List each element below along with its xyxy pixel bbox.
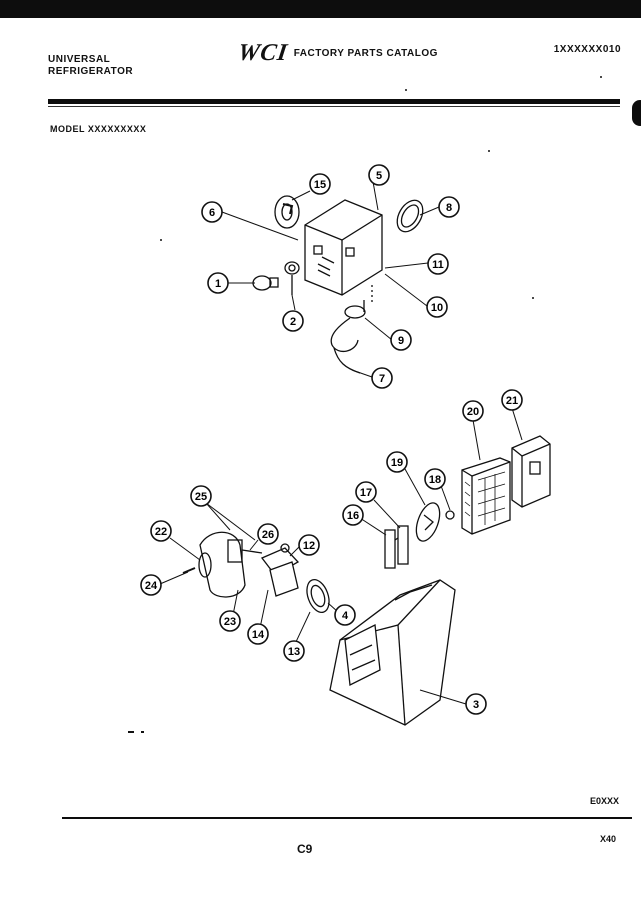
- callout-14: 14: [247, 623, 269, 645]
- svg-text:8: 8: [446, 202, 452, 214]
- header-rule: [48, 99, 620, 104]
- callout-15: 15: [309, 173, 331, 195]
- svg-text:5: 5: [376, 170, 382, 182]
- header-rule-thin: [48, 106, 620, 107]
- fan-bracket: [384, 525, 409, 569]
- catalog-header: WCI FACTORY PARTS CATALOG: [236, 40, 438, 67]
- svg-text:10: 10: [431, 302, 443, 314]
- ice-bucket: [329, 579, 456, 726]
- round-plate: [396, 199, 424, 233]
- callout-9: 9: [390, 329, 412, 351]
- lower-leaders: [159, 407, 523, 705]
- callout-17: 17: [355, 481, 377, 503]
- callout-24: 24: [140, 574, 162, 596]
- brand-name-block: UNIVERSAL REFRIGERATOR: [48, 54, 133, 78]
- auger-motor-assembly: [198, 531, 330, 613]
- svg-text:24: 24: [145, 580, 158, 592]
- callout-23: 23: [219, 610, 241, 632]
- svg-text:22: 22: [155, 526, 167, 538]
- upper-leaders: [221, 175, 440, 378]
- callout-1: 1: [207, 272, 229, 294]
- svg-text:1: 1: [215, 278, 221, 290]
- callout-13: 13: [283, 640, 305, 662]
- motor-housing: [304, 199, 383, 296]
- callout-3: 3: [465, 693, 487, 715]
- fan-blade: [415, 502, 441, 542]
- svg-text:25: 25: [195, 491, 207, 503]
- callout-12: 12: [298, 534, 320, 556]
- callout-7: 7: [371, 367, 393, 389]
- callout-2: 2: [282, 310, 304, 332]
- socket: [284, 261, 300, 295]
- page-number: X40: [600, 834, 617, 844]
- brand-line-1: UNIVERSAL: [48, 54, 111, 65]
- cam-gear: [274, 195, 300, 229]
- svg-text:19: 19: [391, 457, 403, 469]
- svg-text:17: 17: [360, 487, 372, 499]
- fan-hub: [445, 510, 455, 520]
- wire-harness: [330, 285, 373, 374]
- svg-text:23: 23: [224, 616, 236, 628]
- svg-text:13: 13: [288, 646, 300, 658]
- bulb: [252, 275, 279, 291]
- top-black-bar: [0, 0, 641, 18]
- svg-text:26: 26: [262, 529, 274, 541]
- svg-text:16: 16: [347, 510, 359, 522]
- callout-numbers: 15 5 6 8 1 2 11 10 9 7 20 21 19 18 17 16…: [140, 164, 523, 715]
- callout-21: 21: [501, 389, 523, 411]
- svg-text:7: 7: [379, 373, 385, 385]
- svg-text:12: 12: [303, 540, 315, 552]
- svg-text:15: 15: [314, 179, 326, 191]
- svg-text:2: 2: [290, 316, 296, 328]
- callout-16: 16: [342, 504, 364, 526]
- callout-19: 19: [386, 451, 408, 473]
- callout-26: 26: [257, 523, 279, 545]
- callout-10: 10: [426, 296, 448, 318]
- footer-rule: [62, 817, 632, 819]
- catalog-title: FACTORY PARTS CATALOG: [293, 48, 438, 59]
- callout-20: 20: [462, 400, 484, 422]
- callout-5: 5: [368, 164, 390, 186]
- svg-text:3: 3: [473, 699, 479, 711]
- filter-cover: [511, 435, 551, 508]
- model-label: MODEL XXXXXXXXX: [50, 124, 147, 134]
- svg-text:4: 4: [342, 610, 349, 622]
- scan-specks: [128, 76, 602, 733]
- svg-text:20: 20: [467, 406, 479, 418]
- callout-8: 8: [438, 196, 460, 218]
- brand-line-2: REFRIGERATOR: [48, 66, 134, 77]
- callout-4: 4: [334, 604, 356, 626]
- callout-11: 11: [427, 253, 449, 275]
- callout-22: 22: [150, 520, 172, 542]
- svg-text:21: 21: [506, 395, 518, 407]
- svg-text:18: 18: [429, 474, 441, 486]
- page-label: C9: [297, 842, 313, 856]
- callout-18: 18: [424, 468, 446, 490]
- drawing-code: E0XXX: [590, 796, 620, 806]
- filter-block: [461, 457, 511, 535]
- binder-tab-mark: [632, 100, 641, 126]
- svg-text:14: 14: [252, 629, 265, 641]
- callout-6: 6: [201, 201, 223, 223]
- document-code: 1XXXXXX010: [553, 44, 621, 55]
- svg-text:6: 6: [209, 207, 215, 219]
- svg-text:9: 9: [398, 335, 404, 347]
- svg-text:11: 11: [432, 259, 444, 271]
- callout-25: 25: [190, 485, 212, 507]
